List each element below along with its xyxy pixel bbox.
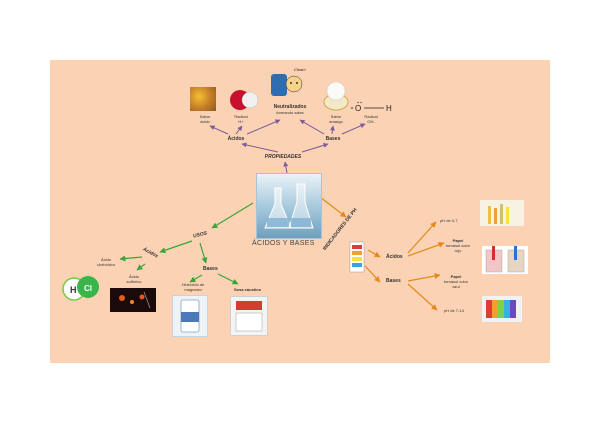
atom-cl: Cl (84, 284, 92, 293)
arrow-indicadores-acidos (367, 249, 381, 258)
arrow-acidos-papel-rojo (407, 242, 445, 257)
arrow-acidos-ph0-7 (407, 221, 437, 254)
battery-icon (110, 288, 156, 312)
arrow-bases-ph7-14 (407, 283, 438, 311)
arrow-propiedades-acidos (241, 142, 279, 153)
cleaner-bottle-icon: Clean! (268, 67, 308, 98)
milk-of-magnesia-icon (172, 295, 208, 337)
arrow-indicadores-bases (364, 265, 381, 283)
flask-icon (264, 183, 314, 229)
ind-ph7-14: pH de 7-14 (444, 308, 464, 313)
arrow-acidos-clorhidrico (119, 255, 143, 262)
red-litmus-icon (482, 246, 528, 274)
arrow-center-propiedades (283, 161, 289, 174)
concept-map: ÁCIDOS Y BASES PROPIEDADES Ácidos Bases … (50, 60, 550, 363)
arrow-acidos-sabor (209, 125, 229, 135)
arrow-bases-radical (341, 123, 366, 135)
connector-lines (119, 119, 445, 311)
arrow-acidos-neutralizados (246, 119, 281, 135)
ph-strips-icon (480, 200, 524, 226)
arrow-bases-neutralizados (299, 119, 325, 135)
ind-acidos-label: Ácidos (386, 254, 403, 260)
arrow-usos-acidos (159, 240, 193, 254)
ph-scale-icon (482, 296, 522, 322)
hcl-molecule-icon: H Cl (62, 274, 100, 302)
arrow-propiedades-bases (301, 142, 329, 153)
hydrogen-molecule-icon (228, 88, 260, 112)
prop-acidos-label: Ácidos (227, 136, 245, 142)
arrow-usos-bases (199, 242, 208, 264)
formula-o: O (355, 104, 361, 113)
caustic-soda-icon (230, 296, 268, 336)
arrow-bases-sosa (217, 273, 239, 285)
arrow-center-usos (211, 202, 254, 229)
ind-bases-label: Bases (386, 278, 401, 284)
arrow-center-indicadores (319, 196, 347, 218)
prop-bases-label: Bases (325, 136, 341, 142)
propiedades-label: PROPIEDADES (264, 154, 302, 160)
ind-ph0-7: pH de 0-7 (440, 218, 458, 223)
arrow-bases-papel-azul (407, 273, 441, 282)
arrow-acidos-radical (235, 125, 243, 135)
usos-bases-label: Bases (203, 266, 218, 272)
hydroxide-formula-icon: O H (350, 100, 396, 113)
center-title: ÁCIDOS Y BASES (252, 240, 315, 247)
arrow-bases-hidroxido (189, 274, 203, 283)
center-glassware-image (256, 173, 322, 239)
soap-icon (322, 80, 350, 112)
arrow-bases-sabor (329, 125, 335, 135)
arrow-acidos-sulfurico (136, 263, 146, 271)
ph-indicator-strip-icon (346, 240, 368, 274)
clean-badge: Clean! (294, 67, 306, 72)
atom-h: H (70, 285, 77, 295)
lemon-grapes-icon (190, 87, 216, 111)
formula-h: H (386, 104, 392, 113)
use-base-sosa: Sosa cáustica (234, 287, 261, 292)
